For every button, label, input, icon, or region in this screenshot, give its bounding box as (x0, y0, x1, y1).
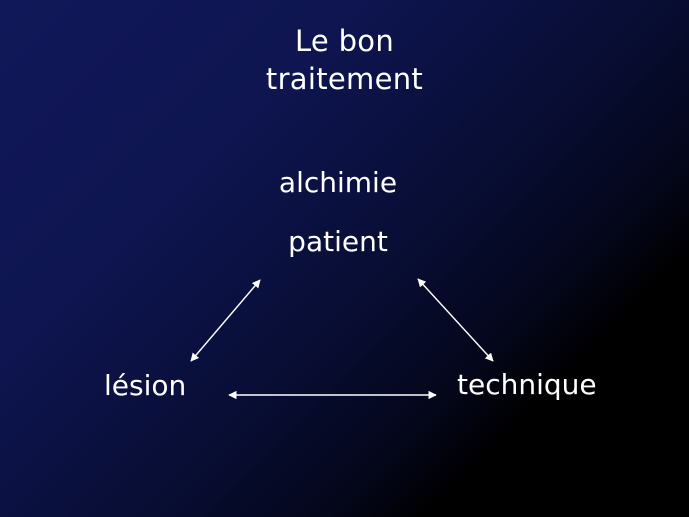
node-lesion: lésion (104, 369, 187, 402)
title-line-1: Le bon (294, 24, 395, 58)
node-alchimie: alchimie (278, 166, 398, 199)
node-patient: patient (288, 225, 388, 258)
arrow-lesion-patient (190, 279, 261, 362)
arrow-patient-technique (417, 278, 494, 362)
slide-title: Le bon traitement (0, 22, 689, 98)
node-technique: technique (457, 368, 597, 401)
title-line-2: traitement (265, 62, 424, 96)
